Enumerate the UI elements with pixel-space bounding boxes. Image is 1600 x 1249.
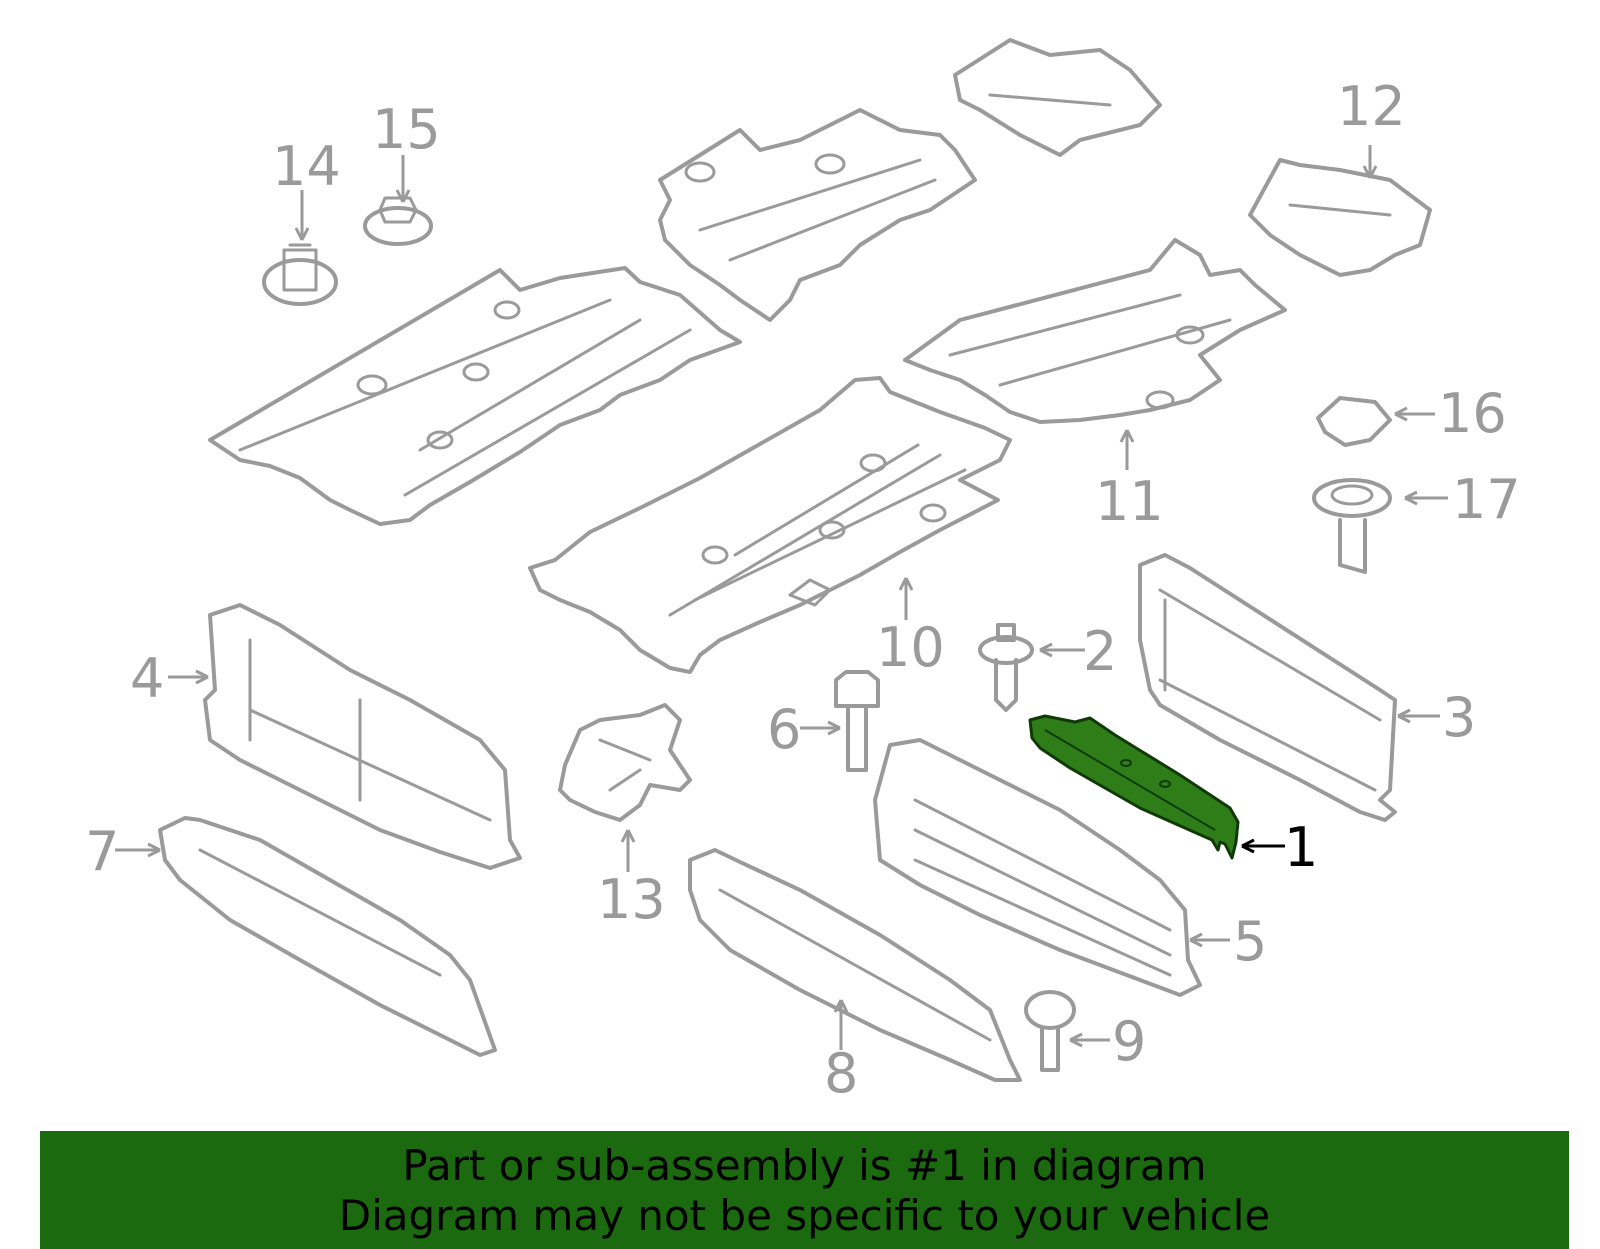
callout-15: 15 — [372, 98, 441, 161]
info-banner: Part or sub-assembly is #1 in diagram Di… — [40, 1131, 1569, 1249]
callout-12: 12 — [1337, 75, 1406, 138]
part-1-highlighted-shape — [1028, 714, 1240, 860]
callout-10: 10 — [876, 616, 945, 679]
part-16-shape — [1316, 396, 1392, 447]
banner-line-1: Part or sub-assembly is #1 in diagram — [402, 1141, 1207, 1190]
part-13-shape — [558, 703, 692, 822]
part-2-shape — [978, 623, 1034, 712]
callout-6: 6 — [767, 698, 801, 761]
part-9-shape — [1024, 990, 1076, 1072]
callout-3: 3 — [1442, 686, 1476, 749]
part-8-shape — [688, 848, 1022, 1082]
callout-8: 8 — [824, 1042, 858, 1105]
callout-5: 5 — [1233, 910, 1267, 973]
callout-labels: 1 2 3 4 5 6 7 8 9 10 11 12 13 14 15 16 1… — [85, 75, 1521, 1105]
callout-11: 11 — [1095, 470, 1164, 533]
callout-2: 2 — [1083, 620, 1117, 683]
leader-lines — [115, 145, 1448, 1050]
callout-7: 7 — [85, 820, 119, 883]
part-5-shape — [873, 738, 1202, 997]
part-3-shape — [1138, 553, 1397, 822]
callout-9: 9 — [1112, 1010, 1146, 1073]
top-center-shield-shape — [658, 108, 977, 322]
part-17-shape — [1312, 478, 1392, 574]
left-underbody-shield-shape — [208, 266, 742, 526]
top-right-shield-shape — [953, 38, 1162, 157]
part-11-shape — [903, 238, 1287, 424]
part-7-shape — [158, 816, 497, 1057]
part-6-shape — [834, 670, 880, 772]
part-10-shape — [528, 376, 1012, 674]
part-15-shape — [363, 196, 433, 246]
part-14-shape — [262, 243, 338, 306]
part-4-shape — [203, 603, 522, 870]
callout-1: 1 — [1284, 816, 1318, 879]
callout-17: 17 — [1452, 468, 1521, 531]
callout-13: 13 — [597, 868, 666, 931]
callout-16: 16 — [1438, 382, 1507, 445]
part-12-shape — [1248, 158, 1432, 277]
banner-line-2: Diagram may not be specific to your vehi… — [338, 1191, 1271, 1240]
callout-4: 4 — [130, 647, 164, 710]
callout-14: 14 — [272, 135, 341, 198]
